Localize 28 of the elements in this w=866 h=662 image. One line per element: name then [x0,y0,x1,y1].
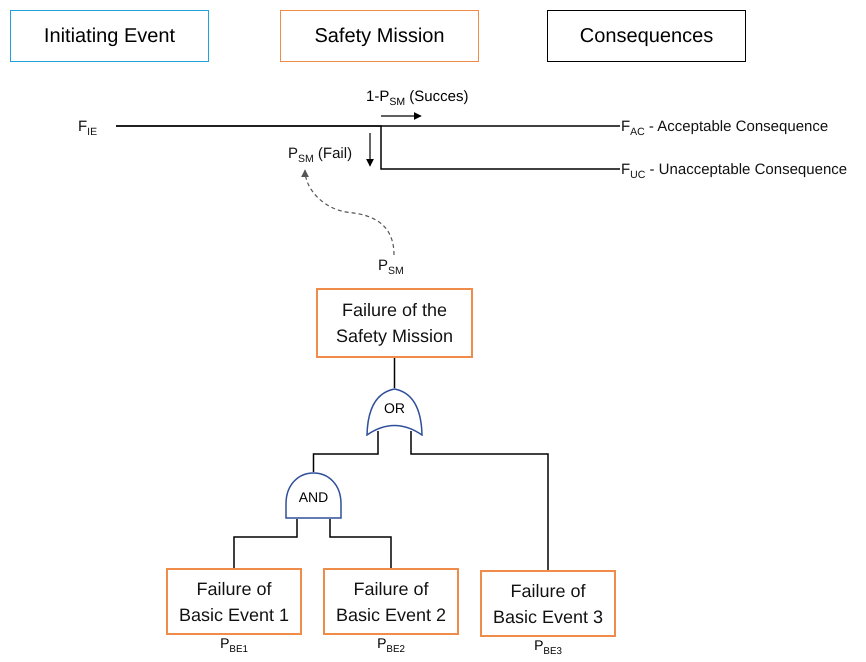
connector-line [394,358,396,388]
branch-label: 1-P$_{SM}$ (Succes) [366,88,468,108]
probability-label: P$_{SM}$ (Fail) [288,143,360,167]
probability-label: F$_{UC}$ - Unacceptable Consequence [621,159,866,181]
dashed-arrow [302,169,395,256]
gate-label: AND [298,489,330,505]
probability-label: F$_{AC}$ - Acceptable Consequence [621,116,861,138]
connector-line [116,125,620,170]
or-gate [366,388,423,436]
connector-line [410,431,549,570]
probability-label: P$_{BE1}$ [220,635,248,655]
event-text: Failure of Basic Event 1 [178,578,290,626]
legend-key: Consequences [547,10,746,62]
legend-key: Safety Mission [280,10,479,62]
connector-line [312,431,379,472]
event-text: Failure of Basic Event 3 [492,580,604,628]
probability-label: P$_{BE2}$ [377,635,405,655]
connector-line [233,519,298,568]
legend-key: Initiating Event [10,10,209,62]
and-gate [285,472,342,519]
connector-line [329,519,392,568]
probability-label: P$_{BE3}$ [534,637,562,657]
event-text: Failure of Basic Event 2 [334,578,448,626]
probability-label: P$_{SM}$ [378,255,410,279]
event-box [316,288,473,358]
probability-label: F$_{IE}$ [78,116,114,138]
gate-label: OR [383,400,406,416]
event-text: Failure of the Safety Mission [334,299,454,348]
